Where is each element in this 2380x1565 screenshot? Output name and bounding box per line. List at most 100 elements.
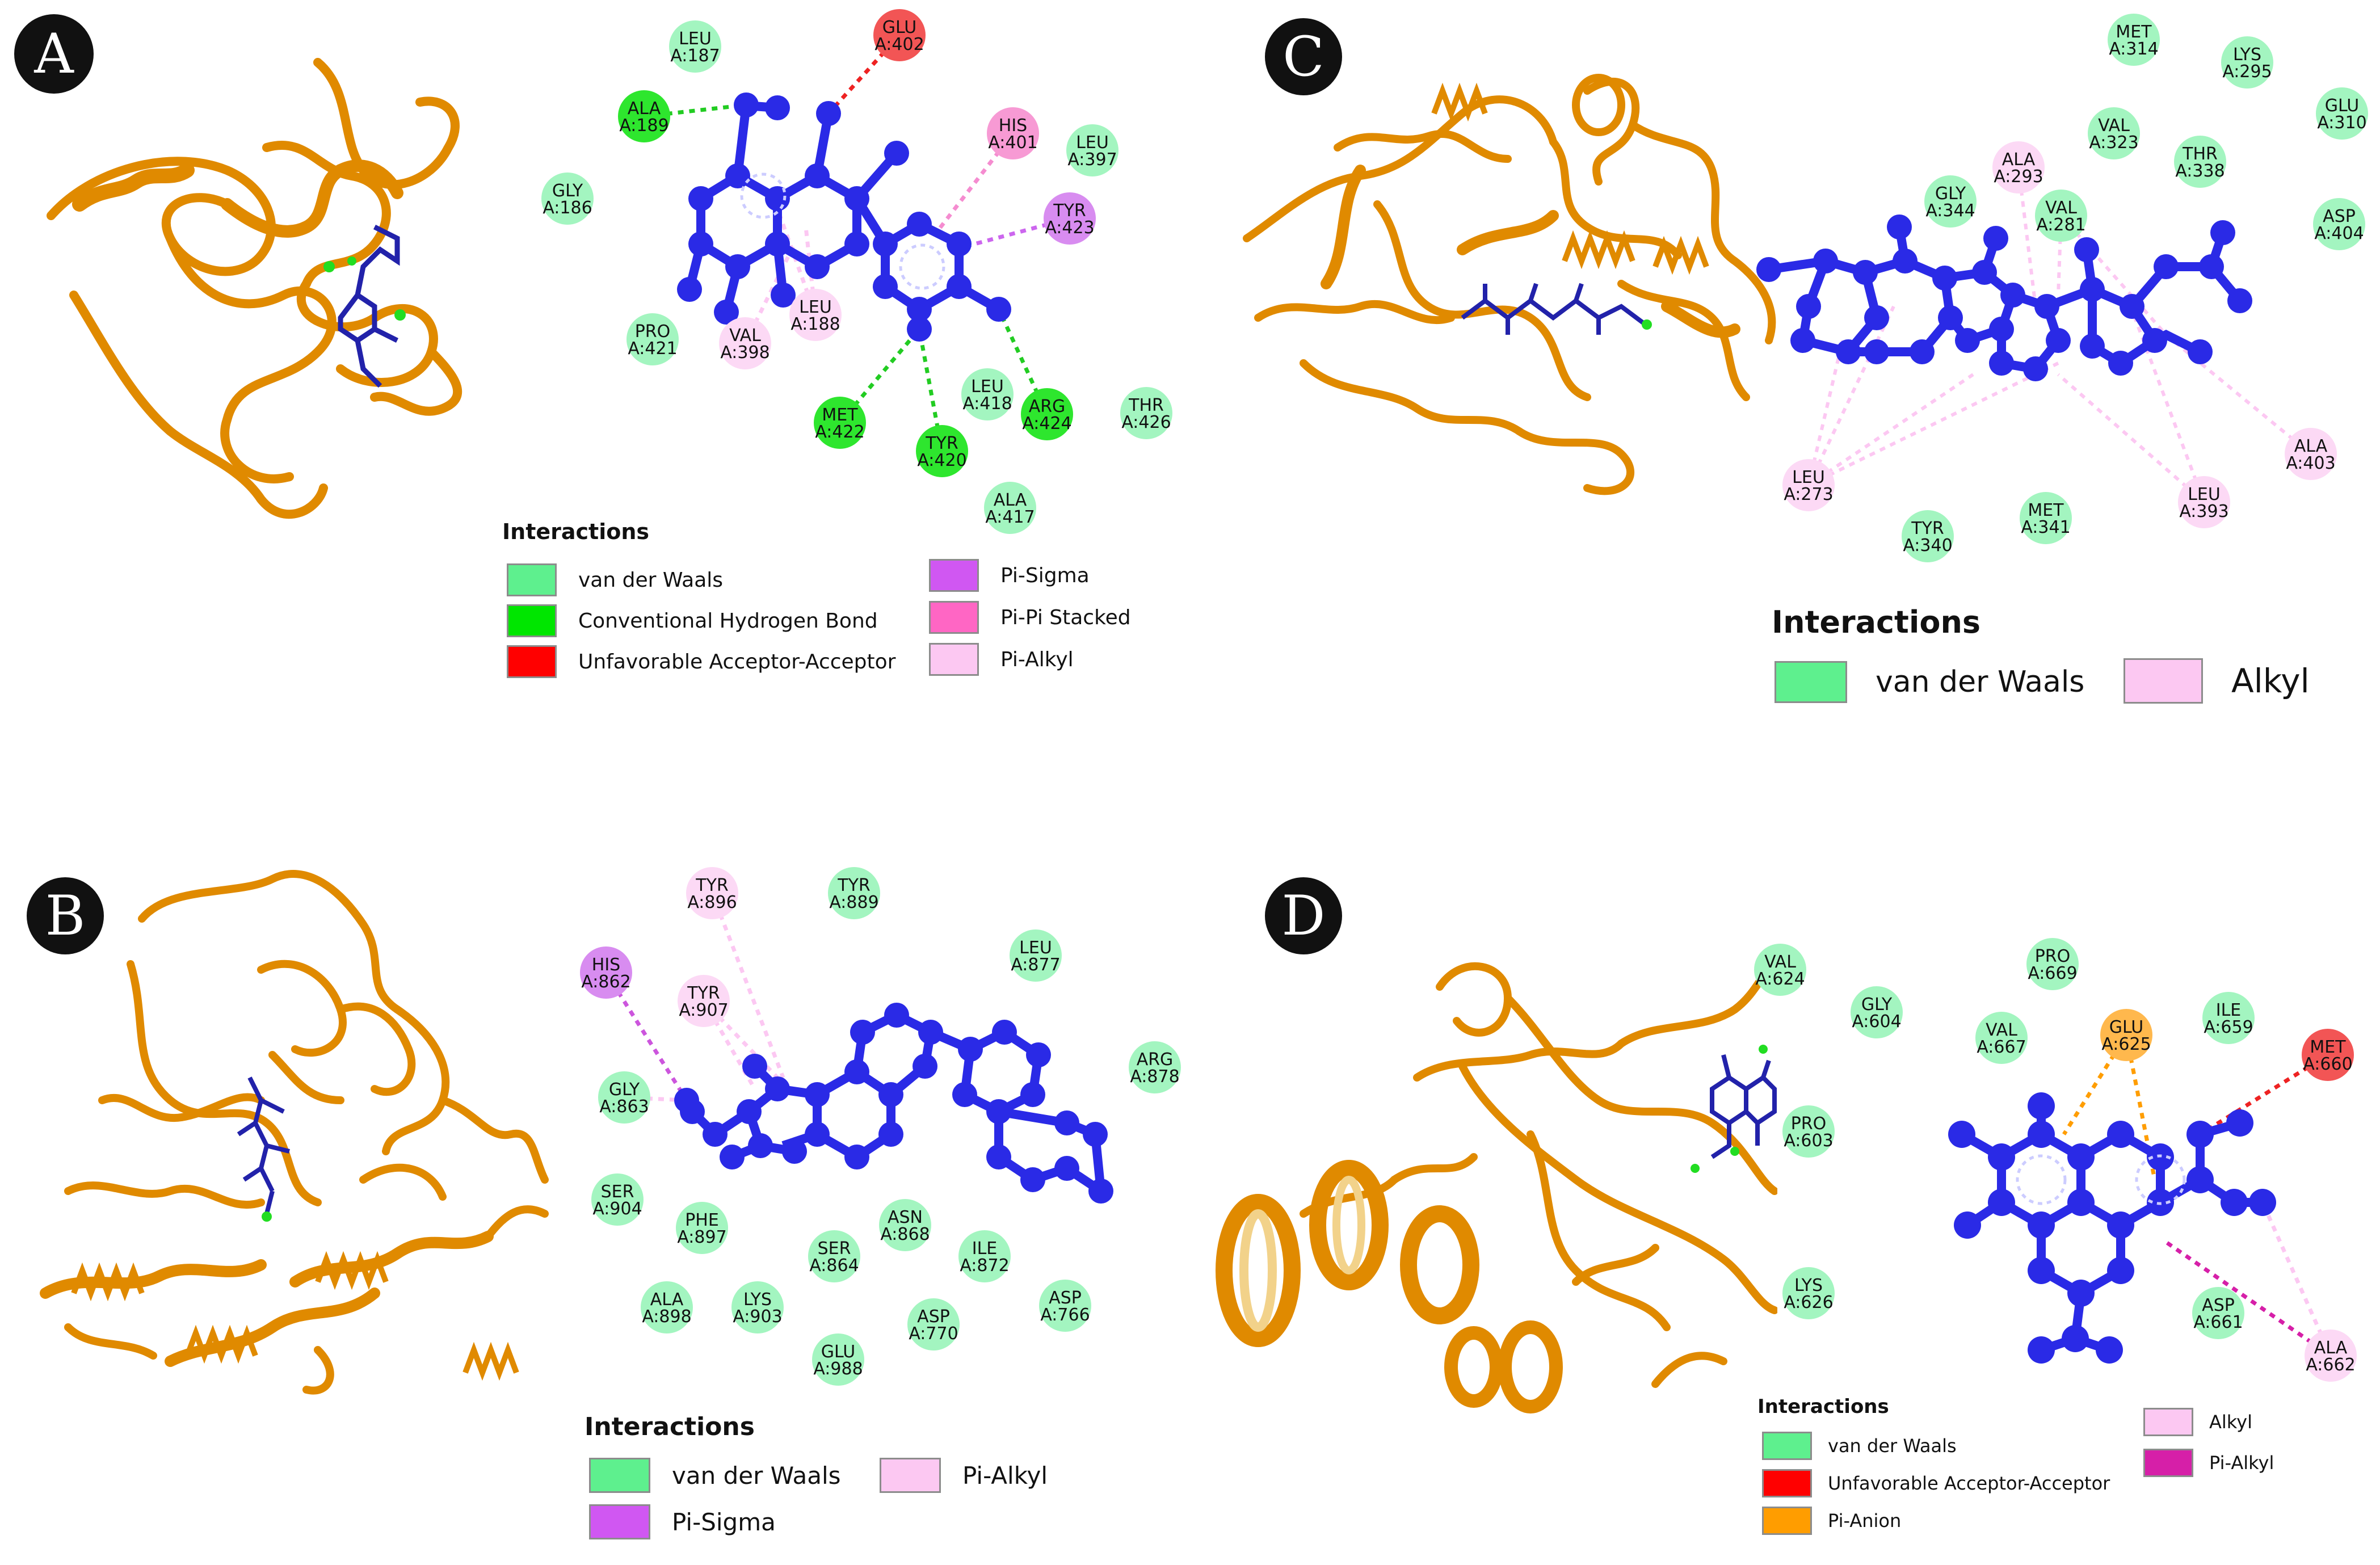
- residue-number: A:625: [2101, 1034, 2151, 1054]
- legend-swatch: [1762, 1469, 1812, 1497]
- panel-label: B: [27, 877, 104, 954]
- residue-disc: [907, 1298, 960, 1351]
- residue-disc: [1021, 388, 1073, 440]
- residue-name: GLU: [2325, 96, 2359, 116]
- residue-disc: [1120, 387, 1172, 439]
- residue-name: VAL: [1986, 1020, 2017, 1040]
- residue-disc: [958, 1230, 1011, 1282]
- residue-number: A:877: [1011, 955, 1060, 975]
- residue-number: A:770: [909, 1324, 958, 1344]
- residue-disc: [1782, 459, 1835, 511]
- residue-disc: [719, 317, 771, 369]
- residue-name: HIS: [999, 116, 1027, 136]
- legend-title: Interactions: [1772, 604, 1981, 640]
- residue-disc: [2035, 190, 2087, 242]
- legend-item: van der Waals: [1775, 661, 2084, 703]
- residue-number: A:423: [1045, 218, 1094, 238]
- residue-name: TYR: [1911, 519, 1944, 539]
- residue-name: MET: [2310, 1037, 2346, 1057]
- residue-disc: [1975, 1012, 2028, 1064]
- residue-name: TYR: [695, 876, 729, 895]
- residue-number: A:862: [581, 972, 630, 992]
- legend-swatch: [2143, 1449, 2193, 1477]
- residue-name: ASP: [2323, 207, 2356, 226]
- residue-number: A:418: [962, 394, 1012, 414]
- residue-number: A:868: [880, 1225, 930, 1244]
- legend: Interactions van der Waals Unfavorable A…: [1757, 1395, 2370, 1543]
- residue-name: LEU: [799, 297, 832, 317]
- residue-disc: [669, 20, 721, 73]
- panel-label-text: C: [1282, 25, 1324, 89]
- residue-name: PRO: [1791, 1114, 1827, 1134]
- residue-number: A:661: [2193, 1312, 2243, 1332]
- legend-swatch: [1775, 661, 1847, 703]
- residue-disc: [1782, 1105, 1835, 1158]
- residue-number: A:624: [1755, 969, 1805, 989]
- residue-number: A:907: [679, 1000, 728, 1020]
- residue-disc: [2221, 36, 2273, 89]
- residue-number: A:904: [592, 1199, 642, 1219]
- residue-name: LYS: [2233, 45, 2261, 65]
- residue-number: A:898: [642, 1307, 691, 1327]
- residue-name: ASP: [917, 1307, 950, 1327]
- residue-name: LEU: [971, 377, 1004, 397]
- legend-swatch: [1762, 1507, 1812, 1535]
- panel-b-graphic: TYRA:896TYRA:889LEUA:877HISA:862TYRA:907…: [27, 867, 1181, 1395]
- residue-number: A:626: [1784, 1293, 1833, 1312]
- residue-disc: [591, 1173, 644, 1226]
- residue-number: A:422: [815, 422, 864, 442]
- residue-disc: [984, 482, 1036, 534]
- legend-item: Pi-Alkyl: [880, 1458, 1048, 1493]
- residue-number: A:344: [1925, 201, 1975, 221]
- legend-item: Pi-Sigma: [589, 1504, 776, 1539]
- residue-name: ILE: [2216, 1000, 2242, 1020]
- residue-name: VAL: [1764, 952, 1796, 972]
- legend-item: van der Waals: [589, 1458, 841, 1493]
- residue-disc: [731, 1281, 784, 1333]
- residue-disc: [2174, 136, 2226, 188]
- residue-number: A:897: [677, 1227, 726, 1247]
- residue-name: GLY: [552, 181, 583, 201]
- residue-disc: [2026, 938, 2079, 990]
- residue-number: A:660: [2303, 1054, 2352, 1074]
- residue-disc: [2285, 428, 2337, 480]
- residue-disc: [916, 425, 968, 477]
- legend: Interactions van der Waals Alkyl: [1772, 604, 2368, 718]
- residue-number: A:281: [2036, 215, 2085, 235]
- residue-name: SER: [818, 1239, 851, 1259]
- legend-item: Alkyl: [2124, 658, 2310, 704]
- protein-ribbon: [1243, 77, 1776, 495]
- residue-number: A:293: [1994, 167, 2043, 187]
- legend-swatch: [507, 645, 557, 678]
- residue-name: TYR: [1053, 201, 1086, 221]
